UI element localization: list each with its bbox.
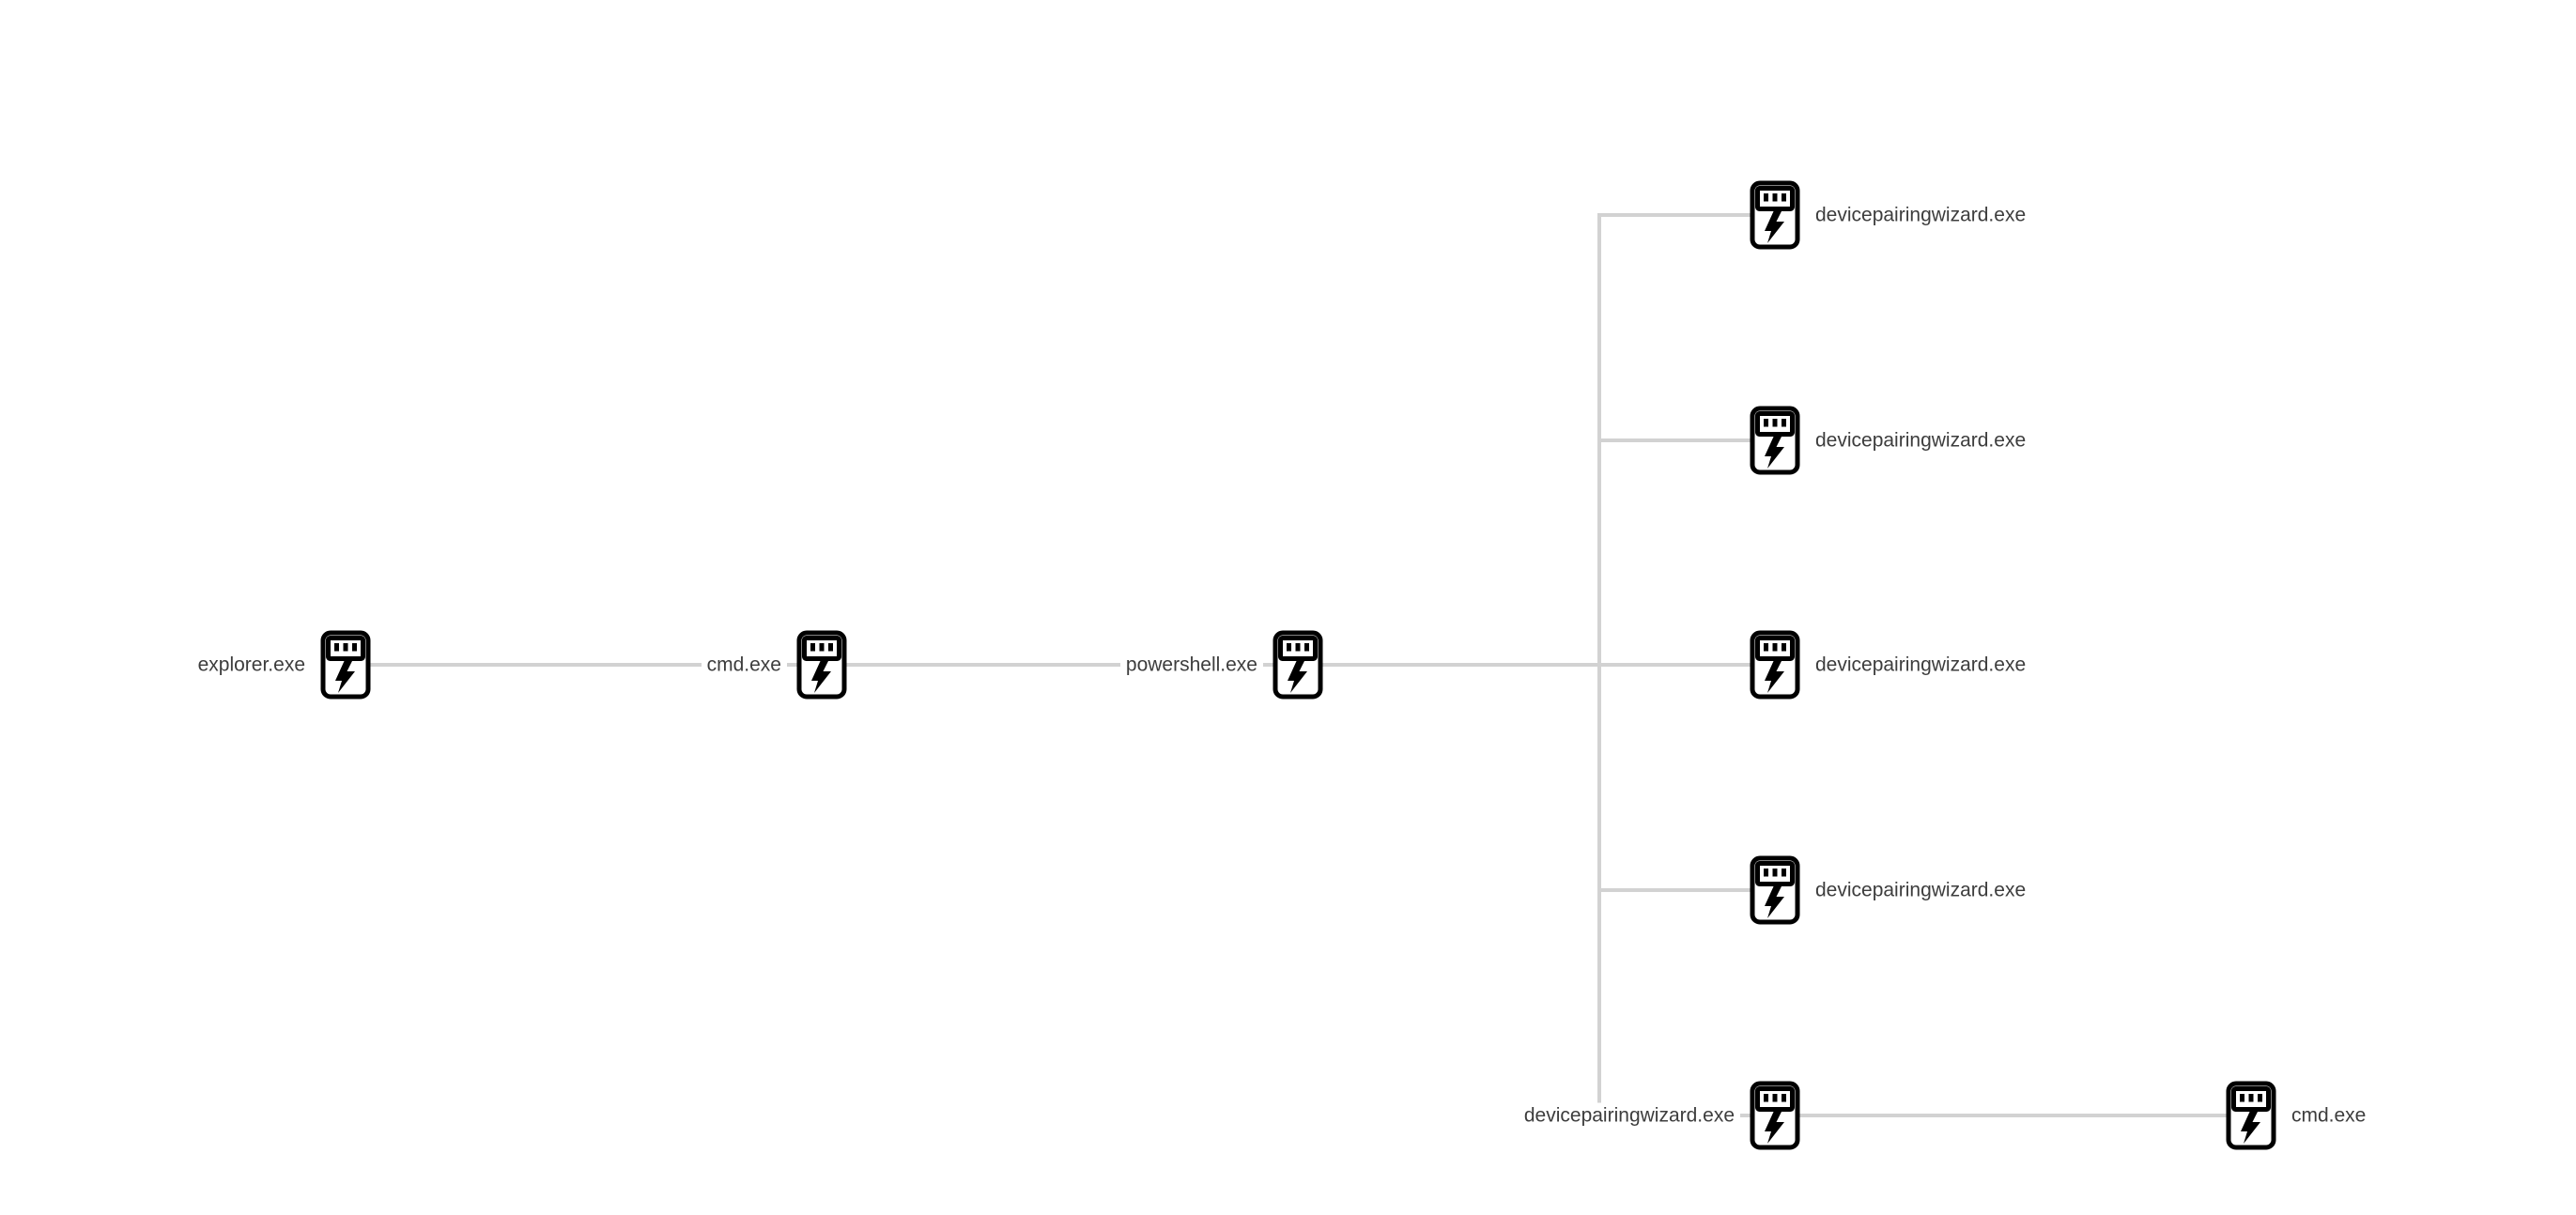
process-label: devicepairingwizard.exe bbox=[1810, 427, 2032, 454]
tree-edge-main-row bbox=[346, 663, 1775, 667]
process-label: cmd.exe bbox=[701, 652, 787, 678]
process-lightning-icon[interactable] bbox=[796, 630, 847, 700]
process-label: devicepairingwizard.exe bbox=[1810, 877, 2032, 903]
process-lightning-icon[interactable] bbox=[1750, 855, 1800, 925]
process-lightning-icon[interactable] bbox=[320, 630, 371, 700]
process-label: devicepairingwizard.exe bbox=[1810, 202, 2032, 228]
process-label: explorer.exe bbox=[192, 652, 311, 678]
process-lightning-icon[interactable] bbox=[2226, 1081, 2276, 1150]
tree-edge-branch-4 bbox=[1597, 888, 1775, 892]
process-label: devicepairingwizard.exe bbox=[1810, 652, 2032, 678]
process-lightning-icon[interactable] bbox=[1750, 630, 1800, 700]
tree-edge-branch-1 bbox=[1597, 213, 1775, 217]
process-lightning-icon[interactable] bbox=[1750, 406, 1800, 475]
process-label: powershell.exe bbox=[1119, 652, 1263, 678]
process-lightning-icon[interactable] bbox=[1750, 180, 1800, 250]
process-label: cmd.exe bbox=[2286, 1102, 2372, 1129]
tree-trunk bbox=[1597, 213, 1601, 1117]
process-label: devicepairingwizard.exe bbox=[1518, 1102, 1740, 1129]
process-lightning-icon[interactable] bbox=[1750, 1081, 1800, 1150]
tree-edge-branch-5-to-cmd bbox=[1597, 1114, 2251, 1117]
tree-edge-branch-2 bbox=[1597, 438, 1775, 442]
process-lightning-icon[interactable] bbox=[1273, 630, 1323, 700]
